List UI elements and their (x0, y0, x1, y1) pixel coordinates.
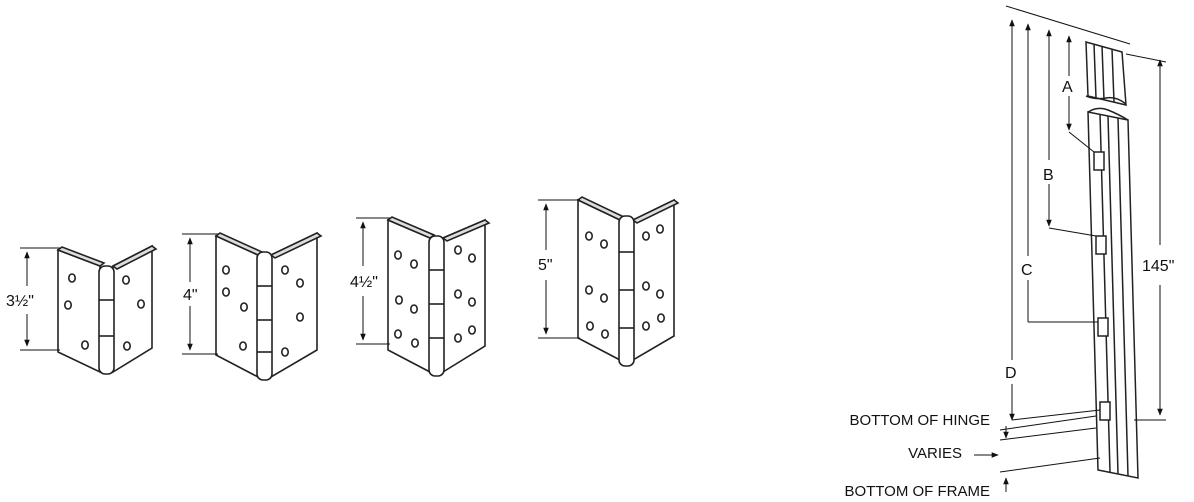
dimension-letter-a: A (1062, 79, 1073, 96)
dimension-letter-b: B (1043, 167, 1054, 184)
dimension-5 (538, 199, 580, 339)
hinge-prep (1099, 401, 1111, 421)
frame-dimensions (974, 5, 1167, 492)
bottom-of-frame-label: BOTTOM OF FRAME (844, 483, 990, 500)
hinge-leaf-left (577, 198, 621, 362)
hinge-size-label: 4" (183, 287, 198, 304)
hinge-leaf-right (442, 218, 486, 374)
hinge-size-label: 3½" (6, 293, 34, 310)
hinge-leaf-left (215, 234, 259, 379)
door-frame (1085, 41, 1139, 479)
hinge-leaf-left (57, 248, 101, 374)
hinge-size-label: 4½" (350, 274, 378, 291)
hinge-knuckle (256, 251, 273, 381)
varies-label: VARIES (908, 445, 962, 462)
hinge-3-5 (56, 244, 158, 375)
frame-height-label: 145" (1142, 258, 1174, 275)
dimension-4 (182, 233, 218, 355)
hinge-knuckle (618, 215, 635, 367)
hinge-knuckle (428, 235, 445, 377)
hinge-4 (214, 231, 323, 381)
hinge-leaf-left (387, 218, 431, 374)
hinge-size-label: 5" (538, 257, 553, 274)
hinge-5 (576, 196, 680, 367)
dimension-3-5 (20, 247, 60, 351)
dimension-4-5 (356, 217, 390, 345)
hinge-knuckle (98, 265, 115, 375)
hinge-leaf-right (632, 198, 675, 362)
bottom-of-hinge-label: BOTTOM OF HINGE (849, 412, 990, 429)
hinge-prep (1093, 151, 1105, 171)
hinge-prep (1095, 235, 1107, 255)
dimension-letter-d: D (1005, 365, 1017, 382)
hinge-4-5 (386, 216, 491, 377)
dimension-letter-c: C (1021, 262, 1033, 279)
hinge-prep (1097, 317, 1109, 337)
